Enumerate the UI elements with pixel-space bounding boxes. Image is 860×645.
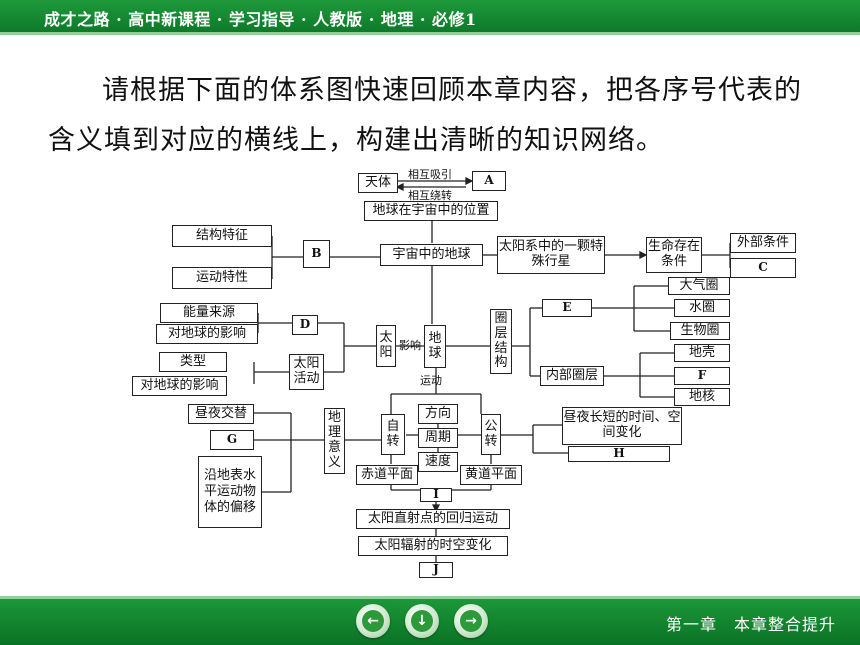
label-motion: 运动 [420, 374, 442, 387]
node-earth-position: 地球在宇宙中的位置 [364, 201, 498, 221]
arrow-down-icon: ↓ [411, 610, 433, 632]
node-solar-activity: 太阳活动 [289, 354, 324, 390]
chapter-label: 第一章 本章整合提升 [665, 615, 836, 634]
node-ecliptic-plane: 黄道平面 [460, 465, 522, 485]
next-button[interactable]: → [454, 604, 488, 638]
node-types: 类型 [159, 352, 227, 372]
node-rotation: 自转 [381, 414, 405, 455]
label-mutual-attraction: 相互吸引 [408, 168, 452, 181]
node-deflection: 沿地表水平运动物体的偏移 [198, 456, 262, 528]
node-sphere-structure: 圈层结构 [490, 309, 512, 374]
node-earth: 地球 [424, 325, 446, 368]
node-motion-features: 运动特性 [172, 267, 272, 289]
prev-button[interactable]: ← [356, 604, 390, 638]
blank-J: J [419, 562, 453, 578]
blank-C: C [730, 258, 796, 278]
header-divider [0, 32, 860, 35]
node-earth-in-universe: 宇宙中的地球 [380, 244, 483, 266]
blank-G: G [210, 430, 254, 450]
blank-D: D [292, 315, 318, 335]
node-direct-point: 太阳直射点的回归运动 [356, 509, 510, 529]
node-structure-features: 结构特征 [172, 225, 272, 247]
node-inner-sphere: 内部圈层 [540, 366, 604, 386]
arrow-left-icon: ← [362, 610, 384, 632]
label-mutual-revolve: 相互绕转 [408, 189, 452, 202]
blank-B: B [303, 240, 330, 268]
node-equator-plane: 赤道平面 [356, 465, 418, 485]
header-title: 成才之路 · 高中新课程 · 学习指导 · 人教版 · 地理 · 必修1 [44, 10, 477, 29]
arrow-right-icon: → [460, 610, 482, 632]
node-impact-1: 对地球的影响 [156, 324, 258, 344]
node-life-conditions: 生命存在条件 [646, 237, 702, 273]
blank-H: H [568, 446, 670, 462]
node-period: 周期 [418, 428, 458, 448]
node-biosphere: 生物圈 [670, 322, 730, 340]
node-day-night: 昼夜交替 [188, 404, 254, 424]
blank-E: E [542, 299, 592, 317]
node-impact-2: 对地球的影响 [132, 376, 227, 396]
node-revolution: 公转 [481, 414, 501, 455]
node-hydrosphere: 水圈 [674, 299, 730, 317]
node-speed: 速度 [418, 452, 458, 472]
label-influence: 影响 [399, 338, 421, 352]
header-bar: 成才之路 · 高中新课程 · 学习指导 · 人教版 · 地理 · 必修1 [0, 0, 860, 32]
down-button[interactable]: ↓ [405, 604, 439, 638]
node-tianti: 天体 [358, 173, 398, 193]
node-atmosphere: 大气圈 [668, 277, 730, 295]
node-crust: 地壳 [674, 344, 730, 362]
footer-divider [0, 596, 860, 599]
node-sun: 太阳 [376, 325, 396, 367]
blank-F: F [674, 367, 730, 385]
node-core: 地核 [674, 388, 730, 406]
node-geo-meaning: 地理意义 [324, 408, 345, 474]
blank-I: I [420, 487, 452, 502]
node-energy-source: 能量来源 [160, 303, 258, 323]
node-external-conditions: 外部条件 [730, 233, 796, 253]
intro-text: 请根据下面的体系图快速回顾本章内容，把各序号代表的含义填到对应的横线上，构建出清… [48, 75, 802, 156]
node-day-length-change: 昼夜长短的时间、空间变化 [562, 407, 682, 445]
blank-A: A [472, 171, 506, 191]
node-radiation-change: 太阳辐射的时空变化 [358, 536, 508, 556]
node-special-planet: 太阳系中的一颗特殊行星 [497, 236, 605, 274]
node-direction: 方向 [418, 404, 458, 424]
